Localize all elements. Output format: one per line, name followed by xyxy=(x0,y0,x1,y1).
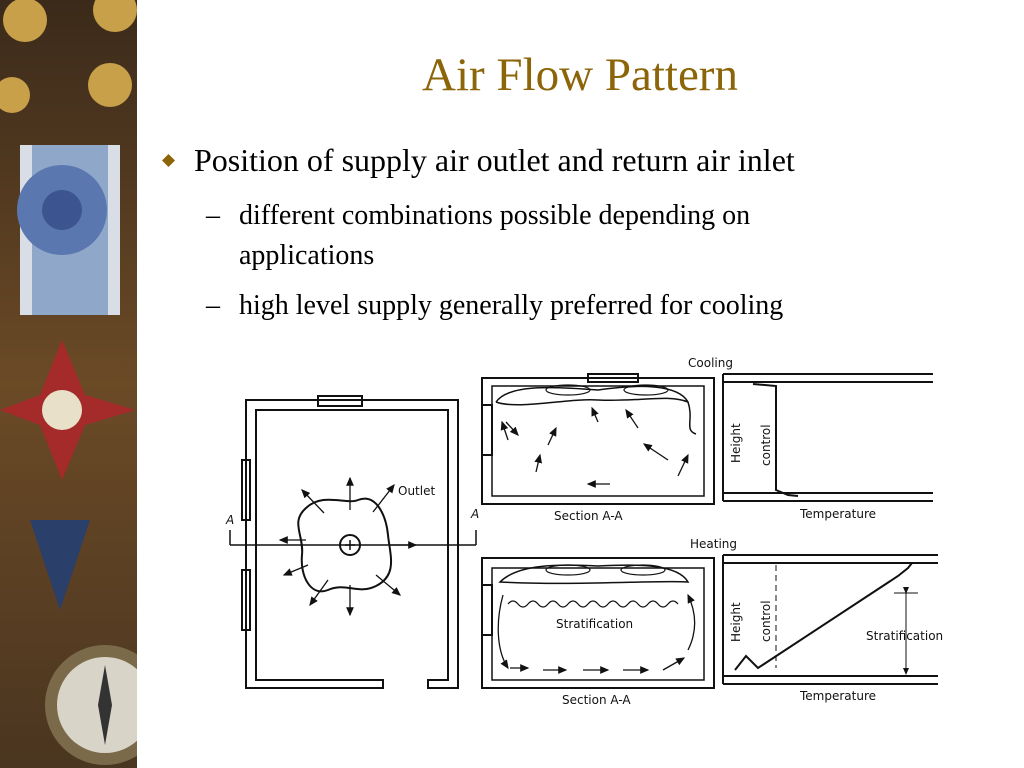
cooling-section xyxy=(481,373,715,505)
heating-graph-x-label: Temperature xyxy=(799,689,876,703)
heating-section-label: Section A-A xyxy=(562,693,631,707)
heating-stratification-label: Stratification xyxy=(556,617,633,631)
outlet-label: Outlet xyxy=(398,484,435,498)
heating-graph-y-label: Height xyxy=(729,602,743,642)
section-mark-left: A xyxy=(225,513,234,527)
section-mark-right: A xyxy=(470,507,479,521)
heating-section xyxy=(481,557,715,689)
cooling-graph-y-label: Height xyxy=(729,423,743,463)
heating-graph-stratification-label: Stratification xyxy=(866,629,943,643)
plan-airflow-arrows xyxy=(278,476,418,617)
bullet-text: Position of supply air outlet and return… xyxy=(194,142,795,178)
cooling-control-label: control xyxy=(759,424,773,466)
sub-bullet-text: high level supply generally preferred fo… xyxy=(239,290,784,321)
cooling-heading: Cooling xyxy=(688,356,733,370)
sub-bullet-dash: – xyxy=(206,200,220,231)
cooling-section-label: Section A-A xyxy=(554,509,623,523)
cooling-temperature-graph xyxy=(722,373,933,502)
sub-bullet-text: different combinations possible dependin… xyxy=(239,200,751,271)
cooling-airflow-arrows xyxy=(500,406,689,488)
air-flow-diagram: Outlet A A Cooling Section A-A Height co… xyxy=(225,356,943,707)
slide-title: Air Flow Pattern xyxy=(422,49,738,101)
side-decoration-image xyxy=(0,0,137,768)
sub-bullet-dash: – xyxy=(206,290,220,321)
diamond-bullet-icon xyxy=(162,154,175,167)
cooling-graph-x-label: Temperature xyxy=(799,507,876,521)
heating-temperature-graph xyxy=(722,554,938,685)
heating-airflow-arrows xyxy=(497,593,696,674)
heating-heading: Heating xyxy=(690,537,737,551)
heating-control-label: control xyxy=(759,600,773,642)
plan-view xyxy=(229,395,477,689)
